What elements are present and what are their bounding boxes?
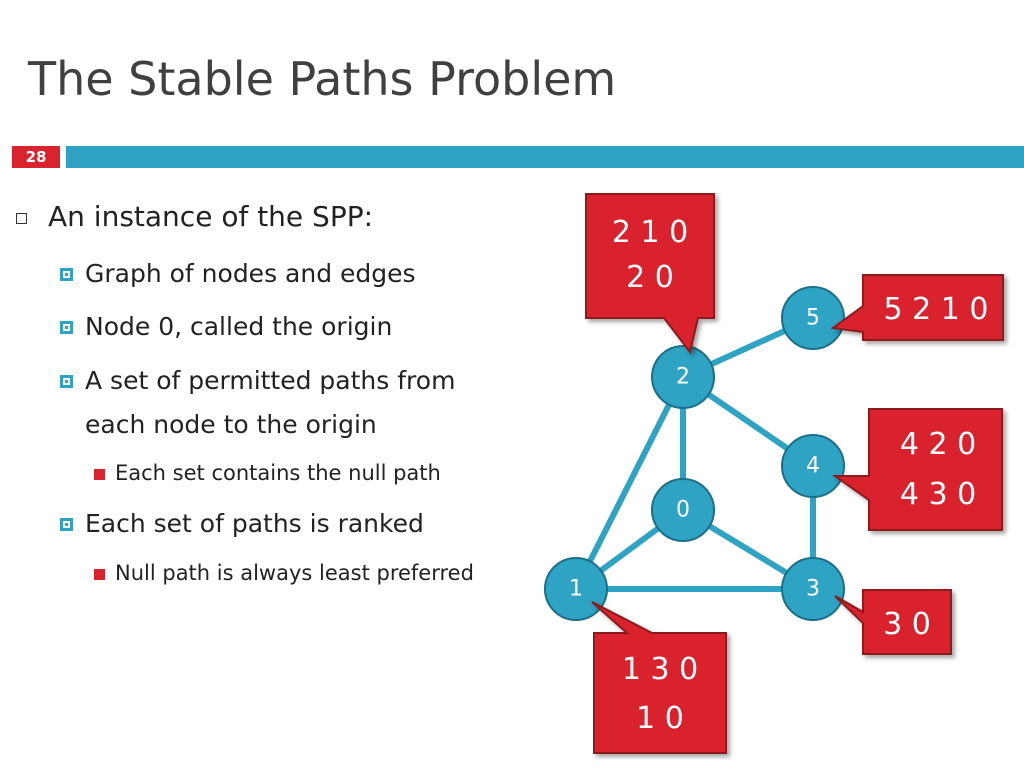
path-4-2-0: 4 2 0: [900, 427, 976, 462]
edge-2-1: [573, 374, 686, 592]
square-bullet-icon: [60, 268, 73, 281]
node-2: [651, 345, 715, 409]
red-square-bullet-icon: [94, 469, 105, 480]
node-0: [651, 478, 715, 542]
path-5-2-1-0: 5 2 1 0: [884, 292, 989, 327]
node-3-label: 3: [806, 577, 820, 602]
title-divider-bar: [66, 146, 1024, 168]
path-2-0: 2 0: [626, 260, 674, 295]
callout-node-5: [830, 274, 1004, 341]
slide-number: 28: [12, 146, 60, 168]
square-bullet-icon: [60, 518, 73, 531]
slide-title: The Stable Paths Problem: [28, 52, 617, 106]
square-bullet-icon: [60, 375, 73, 388]
node-0-label: 0: [676, 498, 690, 523]
bullet-graph: Graph of nodes and edges: [85, 259, 416, 288]
callout-node-4: [831, 408, 1003, 531]
node-4: [781, 434, 845, 498]
callout-node-1: [591, 601, 727, 754]
path-1-0: 1 0: [636, 701, 684, 736]
bullet-least-preferred: Null path is always least preferred: [115, 561, 474, 585]
bullet-permitted-line1: A set of permitted paths from: [85, 366, 456, 395]
path-2-1-0: 2 1 0: [612, 215, 688, 250]
path-4-3-0: 4 3 0: [900, 477, 976, 512]
bullet-origin: Node 0, called the origin: [85, 312, 393, 341]
node-5-label: 5: [806, 306, 820, 331]
path-3-0: 3 0: [883, 607, 931, 642]
hollow-square-bullet-icon: [16, 213, 27, 224]
bullet-null-path: Each set contains the null path: [115, 461, 441, 485]
node-1: [544, 557, 608, 621]
bullet-level1: An instance of the SPP:: [48, 200, 374, 233]
path-1-3-0: 1 3 0: [622, 652, 698, 687]
callout-node-2: [585, 193, 715, 355]
node-1-label: 1: [569, 577, 583, 602]
square-bullet-icon: [60, 321, 73, 334]
node-5: [781, 286, 845, 350]
node-3: [781, 557, 845, 621]
node-2-label: 2: [676, 365, 690, 390]
bullet-permitted-line2: each node to the origin: [85, 410, 377, 439]
node-4-label: 4: [806, 454, 820, 479]
callout-node-3: [834, 589, 952, 655]
red-square-bullet-icon: [94, 569, 105, 580]
bullet-ranked: Each set of paths is ranked: [85, 509, 424, 538]
